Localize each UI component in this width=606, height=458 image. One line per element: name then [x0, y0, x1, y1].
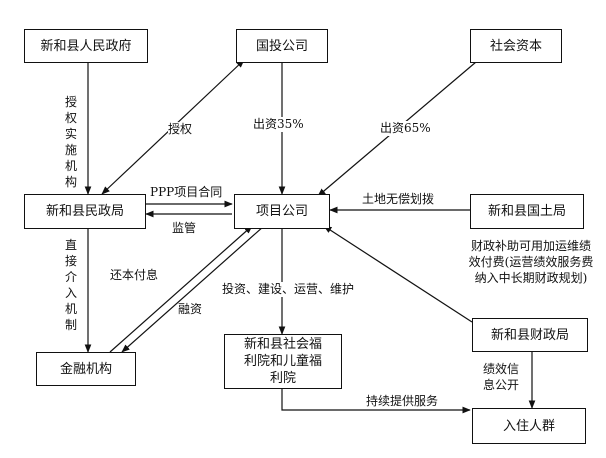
node-civil-affairs-bureau: 新和县民政局 [24, 194, 146, 229]
node-project-company: 项目公司 [234, 194, 330, 229]
node-finance-institution: 金融机构 [36, 352, 136, 386]
label-invest-35: 出资35% [253, 117, 304, 132]
node-guotou-company: 国投公司 [236, 29, 328, 63]
label-build-operations: 投资、建设、运营、维护 [222, 282, 355, 297]
label-repay: 还本付息 [110, 268, 159, 282]
label-continuous-service: 持续提供服务 [366, 394, 439, 408]
label-authorize: 授权 [168, 122, 193, 137]
edge-repay [109, 225, 253, 353]
label-ppp-contract: PPP项目合同 [150, 185, 223, 199]
label-fiscal-subsidy: 财政补助可用加运维绩效付费(运营绩效服务费纳入中长期财政规划) [468, 239, 594, 285]
label-authorize-vertical: 授权实施机构 [64, 95, 77, 189]
node-social-capital: 社会资本 [470, 29, 562, 63]
label-supervise: 监管 [172, 221, 197, 235]
label-invest-65: 出资65% [380, 121, 431, 136]
label-financing: 融资 [178, 302, 203, 316]
node-finance-bureau: 新和县财政局 [472, 318, 588, 352]
edge-finance-bureau-to-project [323, 225, 473, 323]
edge-financing [121, 225, 265, 353]
label-direct-intervention: 直接介入机制 [64, 238, 77, 332]
node-xinhe-government: 新和县人民政府 [24, 29, 148, 63]
label-land-allocation: 土地无偿划拨 [362, 192, 435, 206]
label-performance-disclosure: 绩效信息公开 [482, 362, 519, 392]
edge-welfare-to-residents [281, 388, 471, 414]
node-land-bureau: 新和县国土局 [470, 194, 584, 229]
node-residents: 入住人群 [472, 408, 586, 444]
node-welfare-home: 新和县社会福利院和儿童福利院 [224, 334, 342, 389]
